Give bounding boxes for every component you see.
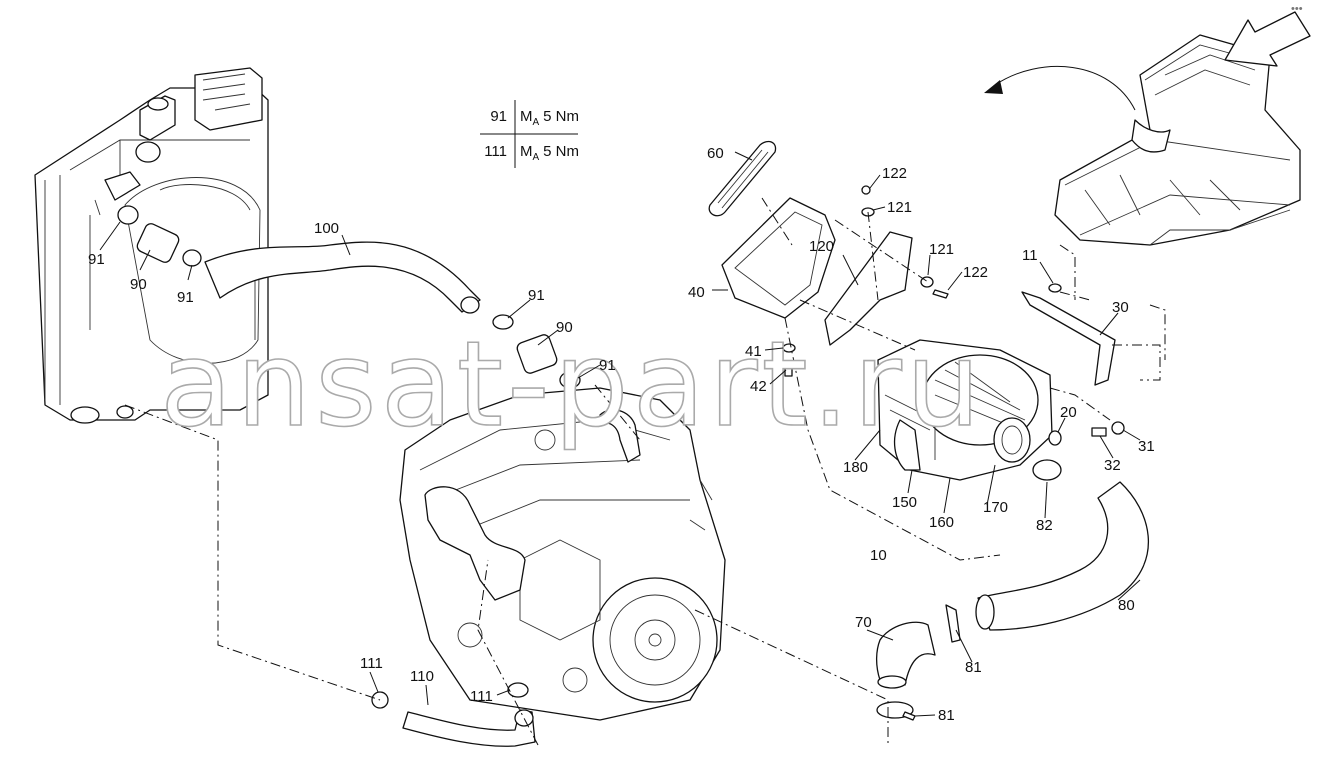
watermark-text: ansat-part.ru: [160, 315, 985, 453]
callout-60: 60: [707, 145, 724, 162]
callout-91: 91: [88, 251, 105, 268]
callout-160: 160: [929, 514, 954, 531]
callout-80: 80: [1118, 597, 1135, 614]
location-pointer-arrow-icon: [1224, 11, 1311, 67]
callout-11: 11: [1022, 247, 1038, 264]
callout-150: 150: [892, 494, 917, 511]
callout-31: 31: [1138, 438, 1155, 455]
air-filter-assembly: [708, 140, 1150, 721]
callout-100: 100: [314, 220, 339, 237]
torque-row-2-item: 111: [484, 143, 507, 160]
callout-labels: 100 91 90 91 91 90 91 60 40 122 121 121 …: [88, 145, 1155, 724]
callout-70: 70: [855, 614, 872, 631]
callout-91: 91: [177, 289, 194, 306]
callout-10: 10: [870, 547, 887, 564]
machine-location-thumbnail: [1054, 34, 1301, 246]
callout-121: 121: [929, 241, 954, 258]
callout-30: 30: [1112, 299, 1129, 316]
corner-menu-dots: •••: [1291, 3, 1303, 15]
callout-121: 121: [887, 199, 912, 216]
callout-90: 90: [556, 319, 573, 336]
callout-120: 120: [809, 238, 834, 255]
callout-111: 111: [360, 655, 383, 672]
radiator-hose-set: [117, 205, 581, 389]
connection-lines: [124, 197, 1166, 746]
callout-180: 180: [843, 459, 868, 476]
callout-91: 91: [528, 287, 545, 304]
callout-20: 20: [1060, 404, 1077, 421]
callout-90: 90: [130, 276, 147, 293]
leader-lines: [99, 151, 1141, 717]
callout-81: 81: [938, 707, 955, 724]
callout-82: 82: [1036, 517, 1053, 534]
callout-111: 111: [470, 688, 493, 705]
callout-40: 40: [688, 284, 705, 301]
callout-110: 110: [410, 668, 434, 685]
callout-32: 32: [1104, 457, 1121, 474]
callout-42: 42: [750, 378, 767, 395]
callout-81: 81: [965, 659, 982, 676]
callout-91: 91: [599, 357, 616, 374]
callout-170: 170: [983, 499, 1008, 516]
callout-122: 122: [963, 264, 988, 281]
curved-direction-arrow-icon: [984, 66, 1136, 111]
torque-row-1-item: 91: [490, 108, 507, 125]
callout-122: 122: [882, 165, 907, 182]
lower-hose-assembly: [371, 682, 536, 747]
callout-41: 41: [745, 343, 762, 360]
